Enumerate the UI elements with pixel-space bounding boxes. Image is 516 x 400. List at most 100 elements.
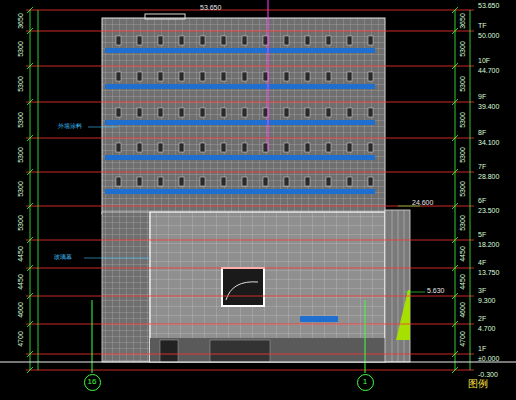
window [158, 143, 163, 152]
window [368, 36, 373, 45]
dim-tick [27, 99, 458, 105]
window [221, 177, 226, 186]
dim-tick [27, 135, 458, 141]
window [200, 143, 205, 152]
window [347, 36, 352, 45]
level-line [26, 268, 474, 269]
window [347, 143, 352, 152]
dimension-text: 5300 [17, 214, 24, 232]
window [158, 36, 163, 45]
dimension-text: 5300 [17, 111, 24, 129]
window [368, 143, 373, 152]
window [179, 108, 184, 117]
elevation-label: 8F [478, 129, 486, 136]
dim-tick [27, 7, 458, 13]
window [200, 108, 205, 117]
window [368, 108, 373, 117]
dimension-text: 5300 [17, 75, 24, 93]
level-line [26, 172, 474, 173]
window [158, 108, 163, 117]
window [179, 143, 184, 152]
dim-tick [27, 265, 458, 271]
window [263, 72, 268, 81]
elevation-label: 34.100 [478, 139, 499, 146]
level-line [26, 296, 474, 297]
dimension-text: 4450 [459, 273, 466, 291]
elevation-label: 外墙涂料 [58, 123, 82, 129]
elevation-label: 图例 [468, 379, 488, 389]
window [221, 143, 226, 152]
window [326, 108, 331, 117]
window [179, 36, 184, 45]
dimension-text: 4700 [17, 330, 24, 348]
elevation-label: ±0.000 [478, 355, 499, 362]
blue-band [105, 48, 375, 53]
dimension-text: 4450 [17, 273, 24, 291]
dim-tick [27, 63, 458, 69]
dimension-text: 4450 [459, 245, 466, 263]
window [305, 36, 310, 45]
window [179, 177, 184, 186]
elevation-label: TF [478, 22, 487, 29]
elevation-label: 39.400 [478, 103, 499, 110]
dimension-text: 5300 [17, 180, 24, 198]
window [326, 36, 331, 45]
window [326, 177, 331, 186]
window [263, 108, 268, 117]
level-line [26, 354, 474, 355]
elevation-label: 6F [478, 197, 486, 204]
window [284, 177, 289, 186]
window [347, 72, 352, 81]
dimension-text: 4450 [17, 245, 24, 263]
elevation-label: 玻璃幕 [54, 254, 72, 260]
window [284, 143, 289, 152]
dimension-text: 5300 [459, 75, 466, 93]
elevation-label: 28.800 [478, 173, 499, 180]
window [137, 177, 142, 186]
elevation-label: 2F [478, 315, 486, 322]
window [221, 72, 226, 81]
dimension-text: 4600 [17, 301, 24, 319]
blue-band [105, 189, 375, 194]
elevation-label: 5.630 [427, 287, 445, 294]
level-line [26, 324, 474, 325]
dim-tick [27, 28, 458, 34]
dim-tick [27, 237, 458, 243]
blue-band [105, 84, 375, 89]
window [368, 72, 373, 81]
level-line [26, 370, 474, 371]
elevation-label: 10F [478, 57, 490, 64]
window [284, 36, 289, 45]
dimension-text: 5300 [459, 214, 466, 232]
dimension-text: 5300 [459, 111, 466, 129]
window [347, 177, 352, 186]
level-line [26, 66, 474, 67]
window [221, 108, 226, 117]
dimension-text: 5300 [17, 40, 24, 58]
elevation-label: 53.650 [200, 4, 221, 11]
axis-circle: 1 [357, 374, 374, 391]
window [116, 36, 121, 45]
dim-tick [27, 169, 458, 175]
window [347, 108, 352, 117]
elevation-label: 44.700 [478, 67, 499, 74]
level-line [26, 10, 474, 11]
window [137, 143, 142, 152]
dimension-text: 3650 [459, 12, 466, 30]
window [284, 72, 289, 81]
elevation-label: 24.600 [412, 199, 433, 206]
elevation-label: 50.000 [478, 32, 499, 39]
elevation-label: 18.200 [478, 241, 499, 248]
elevation-label: 3F [478, 287, 486, 294]
window [116, 143, 121, 152]
window [263, 177, 268, 186]
window [200, 36, 205, 45]
elevation-label: 7F [478, 163, 486, 170]
axis-number: 1 [363, 378, 367, 386]
dimension-text: 5300 [17, 146, 24, 164]
elevation-label: 9F [478, 93, 486, 100]
window [284, 108, 289, 117]
axis-circle: 16 [84, 374, 101, 391]
window [242, 177, 247, 186]
dimension-text: 3650 [17, 12, 24, 30]
